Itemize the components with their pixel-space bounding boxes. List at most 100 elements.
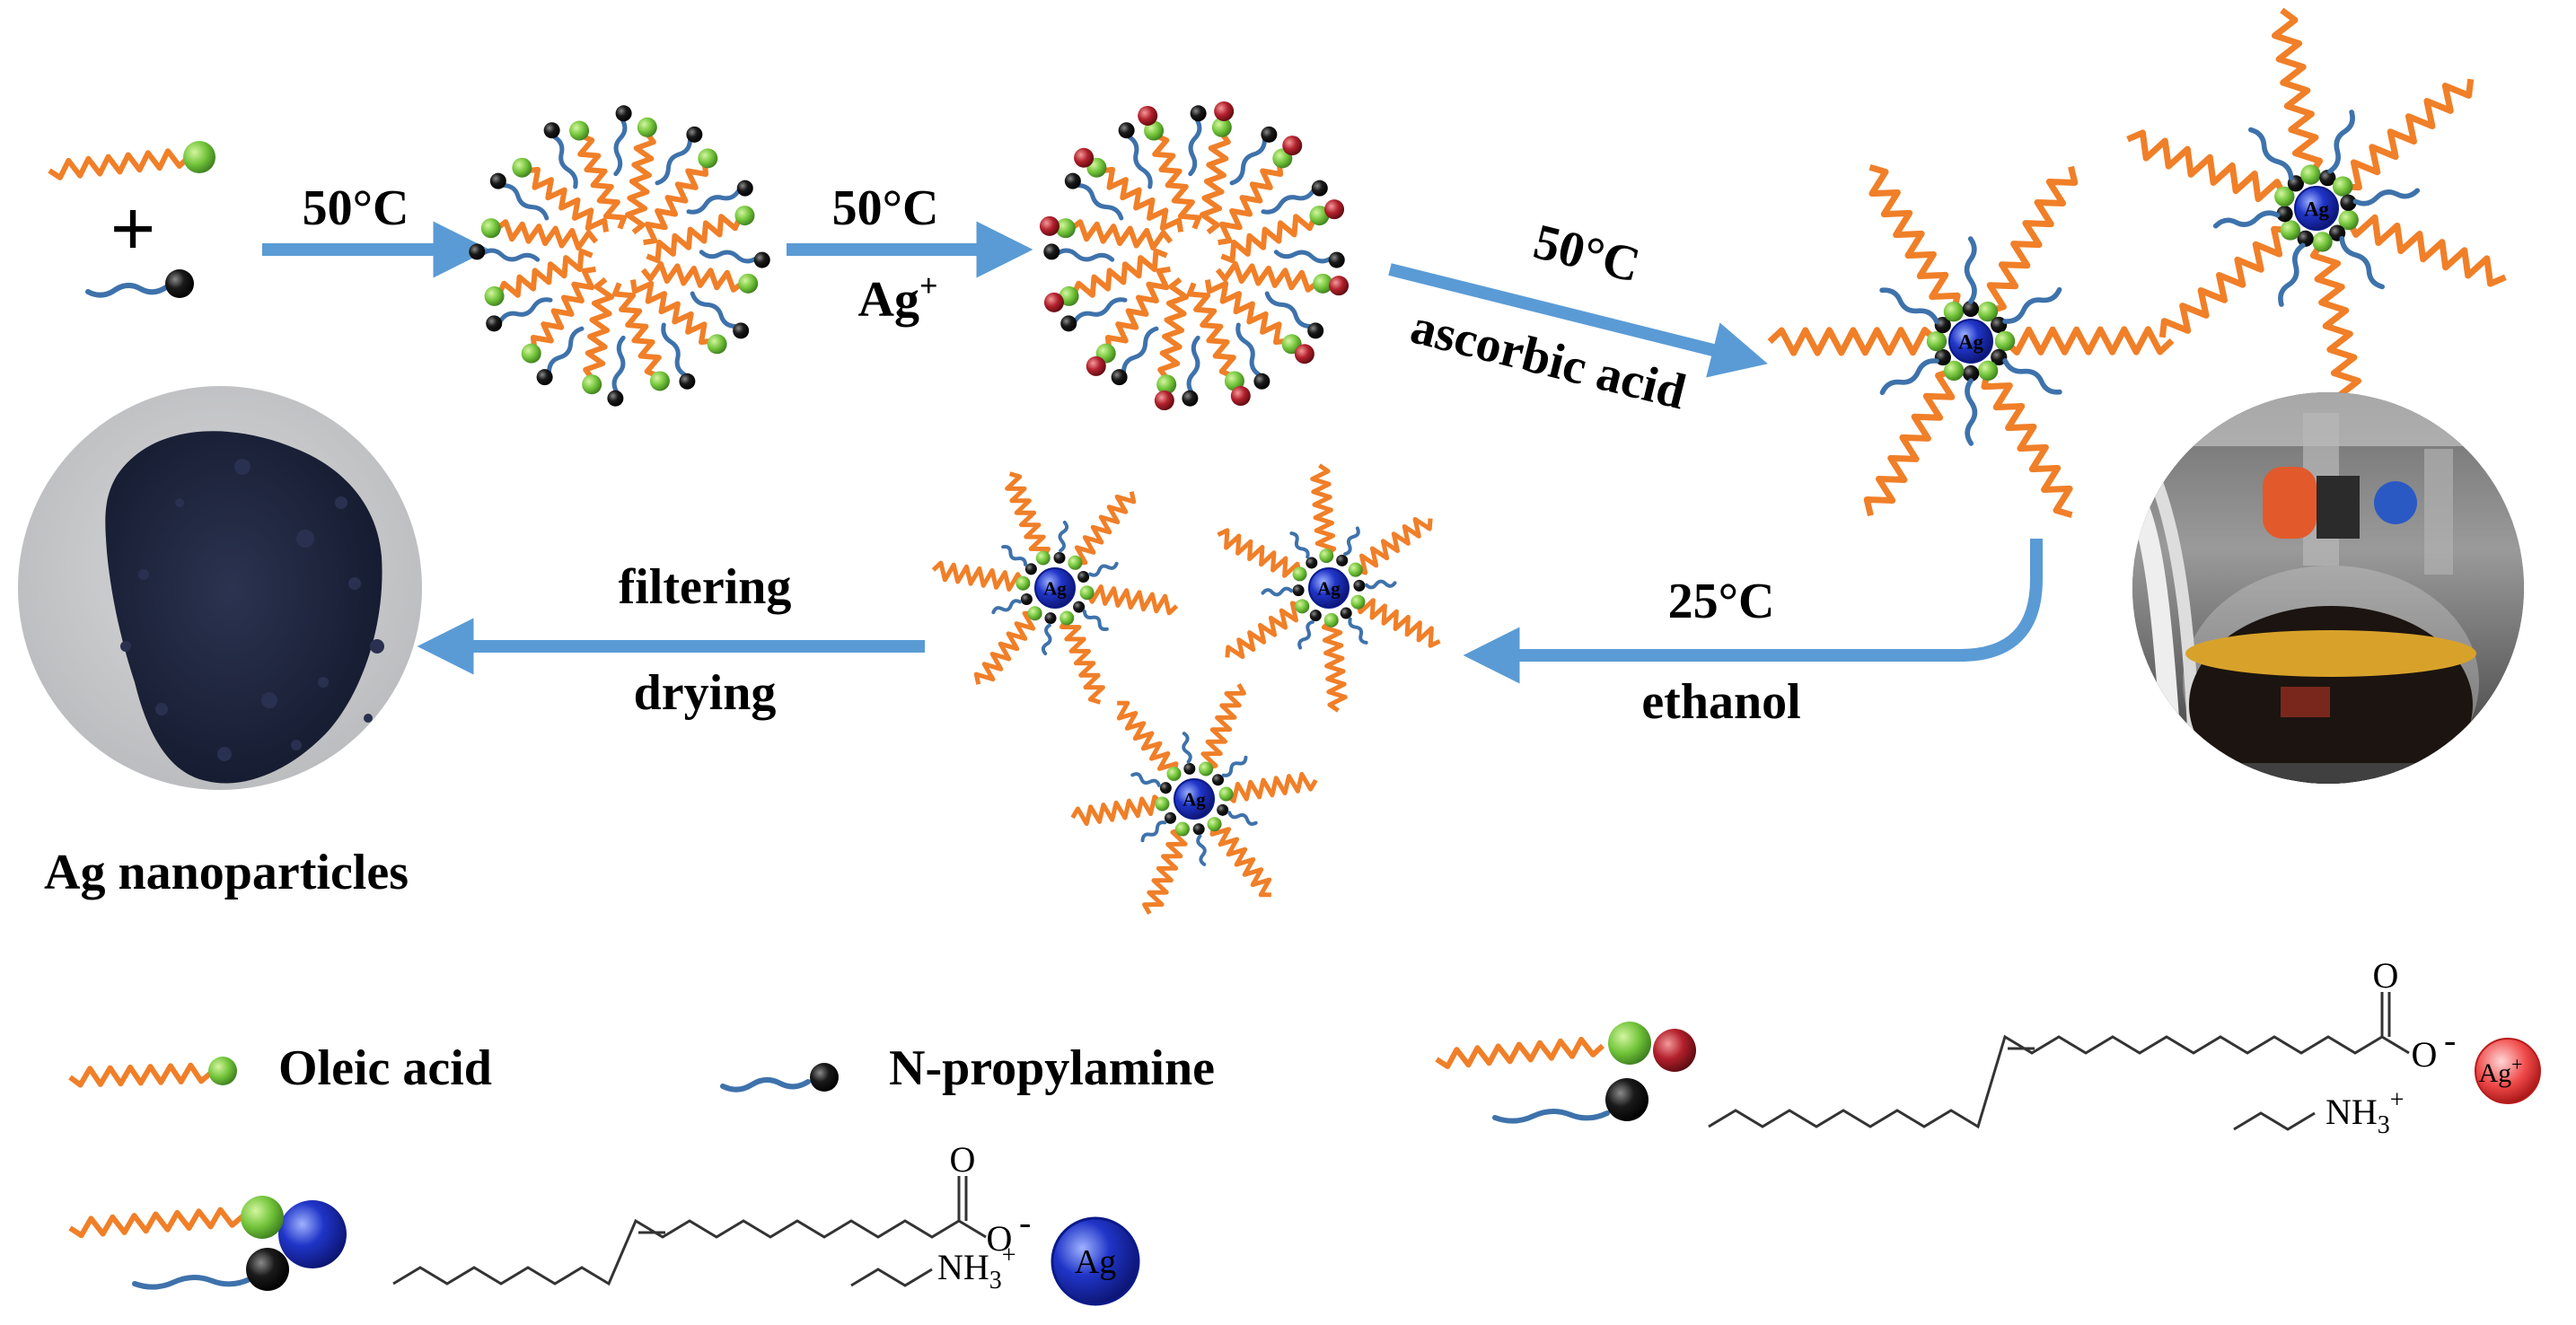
ag-ion [1086, 355, 1106, 376]
reagent-ligands [48, 141, 215, 298]
step4-reagent: ethanol [1641, 674, 1800, 730]
propylamine-head [1306, 557, 1318, 569]
propylamine-head [543, 122, 560, 139]
oleic-acid-chain [1186, 282, 1236, 379]
propylamine-head [733, 322, 750, 339]
powder-grain [364, 714, 373, 723]
oleic-acid-chain [1005, 471, 1051, 559]
propylamine-chain [1264, 291, 1313, 329]
propylamine-chain [1965, 378, 1978, 446]
powder-grain [175, 498, 184, 507]
ag-core [1948, 319, 1993, 364]
propylamine-chain [481, 248, 541, 262]
propylamine-chain-atom [850, 1268, 933, 1287]
propylamine-chain [1964, 236, 1977, 304]
propylamine-head [1253, 373, 1270, 390]
oleic-acid-chain [1157, 276, 1189, 382]
propylamine-head [1190, 105, 1207, 122]
oleic-acid-chain [1225, 601, 1304, 660]
propylamine-chain [1879, 358, 1939, 396]
oleic-acid-chain [68, 1062, 213, 1088]
legend-oleic-acid-symbol [68, 1057, 237, 1088]
oleic-acid-head [582, 374, 602, 395]
oleic-acid-head [2300, 164, 2321, 185]
propylamine-chain [552, 135, 578, 189]
oleic-acid-chain [1200, 130, 1231, 235]
oleic-acid-head [1292, 566, 1307, 582]
ag-core-label: Ag [1317, 578, 1341, 600]
oleic-acid-head [1943, 360, 1965, 382]
propylamine-chain [690, 291, 738, 329]
oleic-acid-head [521, 343, 541, 364]
oleic-acid-head [1059, 610, 1075, 626]
propylamine-chain [1082, 610, 1109, 632]
oleic-acid-chain [2158, 225, 2291, 338]
oleic-acid-chain [1217, 528, 1302, 578]
oleic-acid-head [637, 117, 657, 137]
oleic-acid-head [1059, 285, 1079, 306]
oleic-acid-chain [2272, 7, 2324, 177]
propylamine-chain [1076, 183, 1124, 221]
propylamine-chain [2212, 210, 2281, 229]
propylamine-head [1024, 563, 1037, 575]
carbonyl-oxygen-ion: O [2373, 955, 2399, 996]
step5-drying: drying [634, 665, 777, 721]
oleic-acid-head [1156, 374, 1177, 395]
carboxylate-oxygen-ion: O [2412, 1034, 2438, 1075]
step2-reagent: Ag+ [858, 268, 938, 328]
propylamine-head [1962, 300, 1979, 318]
propylamine-head [1064, 172, 1081, 189]
oleic-acid-chain [1767, 327, 1939, 356]
oleic-acid-head [1199, 761, 1214, 777]
oleic-acid-chain [1435, 1036, 1605, 1069]
ag-core-label: Ag [1043, 578, 1067, 600]
oleic-acid-chain [1059, 617, 1105, 705]
oleic-acid-chain [48, 148, 191, 180]
oleic-acid-head [2332, 176, 2353, 197]
ag-core [1174, 778, 1215, 820]
carboxylate-oxygen-atom: O [987, 1218, 1013, 1259]
powder-grain [138, 569, 149, 580]
propylamine-head [1292, 584, 1305, 597]
ag-ion [1039, 215, 1059, 236]
structure-oleate-ag-ion: O O - NH3+ Ag+ [1708, 955, 2541, 1139]
carboxylate-charge-atom: - [1019, 1202, 1031, 1242]
oleate-chain-atom [392, 1218, 960, 1286]
oleic-acid-head [1926, 330, 1947, 352]
propylamine-chain [501, 183, 549, 221]
propylamine-head [1020, 592, 1033, 605]
propylamine-head [1164, 812, 1176, 824]
oleic-acid-head [698, 148, 718, 169]
propylamine-head [469, 243, 486, 260]
propylamine-chain [2339, 235, 2385, 290]
oleic-acid-chain [1218, 162, 1284, 246]
oleic-acid-head [1155, 796, 1170, 812]
powder-grain [234, 459, 251, 475]
oleic-acid-head [1068, 555, 1083, 570]
propylamine-chain [1343, 526, 1360, 557]
step4-temperature: 25°C [1668, 574, 1775, 629]
propylamine-head [2319, 170, 2336, 187]
oleic-acid-head [1977, 301, 1999, 322]
propylamine-head [1353, 579, 1366, 592]
propylamine-head [1192, 823, 1205, 836]
ag-ion [1329, 276, 1350, 296]
oleic-acid-head [707, 334, 727, 355]
propylamine-head [1212, 774, 1225, 786]
oleic-acid-head [1977, 360, 1999, 382]
oleic-acid-head [1323, 612, 1339, 627]
propylamine-head [1328, 251, 1345, 268]
propylamine-chain [1261, 586, 1294, 597]
propylamine-chain [1130, 772, 1161, 787]
propylamine-chain [720, 1077, 811, 1092]
propylamine-chain [611, 335, 626, 394]
propylamine-chain [655, 137, 692, 186]
legend-propylamine-label: N-propylamine [889, 1040, 1215, 1096]
structure-oleate-ag-atom: O O - NH3+ Ag [392, 1139, 1140, 1306]
ag-core [1034, 567, 1076, 609]
propylamine-chain [699, 250, 758, 264]
ag-ion [1074, 147, 1095, 168]
oleic-acid-chain [643, 162, 709, 246]
propylamine-chain [1001, 544, 1028, 566]
oleic-acid-head [1144, 120, 1165, 141]
